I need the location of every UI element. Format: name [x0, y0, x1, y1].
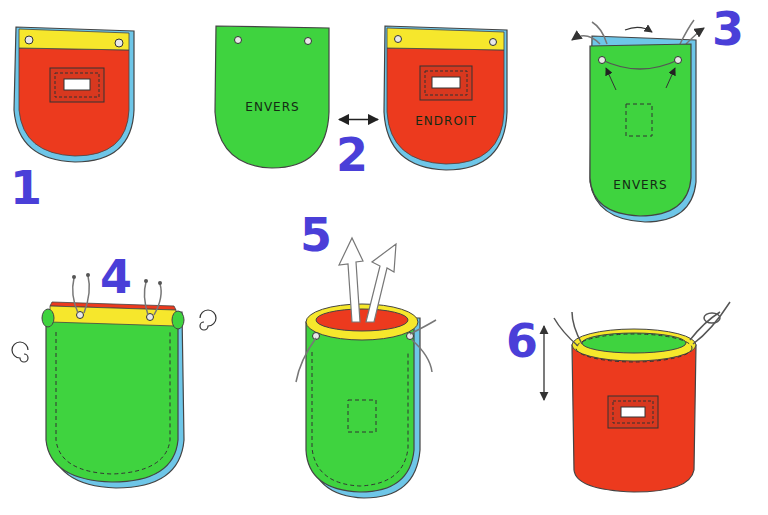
string-knot [72, 275, 76, 279]
pouch-band [19, 29, 129, 50]
patch-window [64, 79, 90, 90]
eyelet [599, 57, 606, 64]
roll-symbol [200, 310, 216, 330]
pouch-inside [582, 333, 686, 353]
pouch-body [572, 345, 696, 492]
pouch-back [14, 27, 134, 162]
patch-window [432, 77, 460, 88]
pull-arrow [543, 326, 544, 400]
eyelet [395, 36, 402, 43]
drawstring [693, 302, 730, 344]
eyelet [490, 39, 497, 46]
fold-arrow [625, 27, 652, 32]
drawstring [592, 22, 607, 44]
pouch-piece: ENVERS [210, 22, 335, 172]
drawstring [680, 20, 694, 44]
drawstring [73, 278, 78, 313]
eyelet [25, 36, 33, 44]
eyelet [305, 38, 312, 45]
rolled-edge [42, 309, 54, 327]
drawstring [572, 312, 582, 344]
patch-window [621, 407, 645, 417]
pouch-rim [572, 329, 696, 361]
drawstring [686, 28, 704, 44]
node-text: ENVERS [245, 100, 299, 114]
step-three-extras [572, 20, 704, 222]
drawstring-channel [602, 60, 678, 69]
pouch-band [387, 28, 504, 50]
stitch-line [312, 352, 408, 486]
turn-arrow [366, 244, 396, 322]
node-text: ENDROIT [415, 114, 476, 128]
swap-arrow [339, 119, 378, 120]
patch-outline [348, 400, 376, 432]
step-number: 1 [10, 165, 42, 211]
step-four-pouch [12, 273, 216, 488]
step-six-pouch [544, 302, 730, 492]
pouch-shape [215, 26, 329, 168]
string-knot [144, 279, 148, 283]
pouch-back [384, 26, 507, 170]
eyelet [115, 39, 123, 47]
pouch-shape [590, 44, 691, 216]
pouch-front [19, 48, 129, 156]
drawstring [554, 318, 578, 346]
drawstring [410, 320, 436, 334]
pointer-arrow [666, 68, 675, 88]
step-one-pouch [14, 27, 134, 162]
pouch-opening [306, 304, 418, 340]
string-knot [86, 273, 90, 277]
step-number: 6 [506, 318, 538, 364]
drawstring [84, 276, 89, 313]
patch-stitch [613, 401, 653, 423]
patch-stitch [55, 73, 99, 97]
patch-outline [626, 104, 652, 136]
pouch-front [46, 318, 178, 482]
turn-arrow [339, 238, 363, 322]
eyelet [675, 57, 682, 64]
pointer-arrow [606, 68, 616, 90]
pouch-piece: ENDROIT [382, 22, 510, 172]
string-knot [158, 281, 162, 285]
label-patch [50, 68, 104, 102]
drawstring [154, 284, 161, 315]
drawstring [296, 338, 316, 382]
label-patch [608, 396, 658, 428]
pouch-front [387, 48, 504, 164]
drawstring [412, 340, 432, 372]
patch-stitch [425, 71, 467, 95]
drawstring [572, 36, 600, 44]
label-patch [420, 66, 472, 100]
stitch-line [576, 334, 692, 362]
drawstring [144, 282, 148, 315]
step-number: 2 [336, 132, 368, 178]
stitch-line [56, 332, 170, 474]
roll-symbol [12, 342, 28, 362]
pouch-inside-out: ENVERS [588, 38, 693, 218]
node-outline [382, 22, 510, 172]
node-outline [210, 22, 335, 172]
rolled-edge [172, 311, 184, 329]
drawstring [690, 312, 720, 340]
step-number: 5 [300, 212, 332, 258]
step-number: 3 [712, 6, 744, 52]
eyelet [235, 37, 242, 44]
string-loop [704, 313, 720, 323]
step-number: 4 [100, 254, 132, 300]
node-text: ENVERS [613, 178, 667, 192]
pouch-front [306, 322, 414, 492]
step-five-pouch [296, 238, 436, 498]
pouch-lining [316, 309, 408, 331]
pouch-back [590, 36, 696, 222]
